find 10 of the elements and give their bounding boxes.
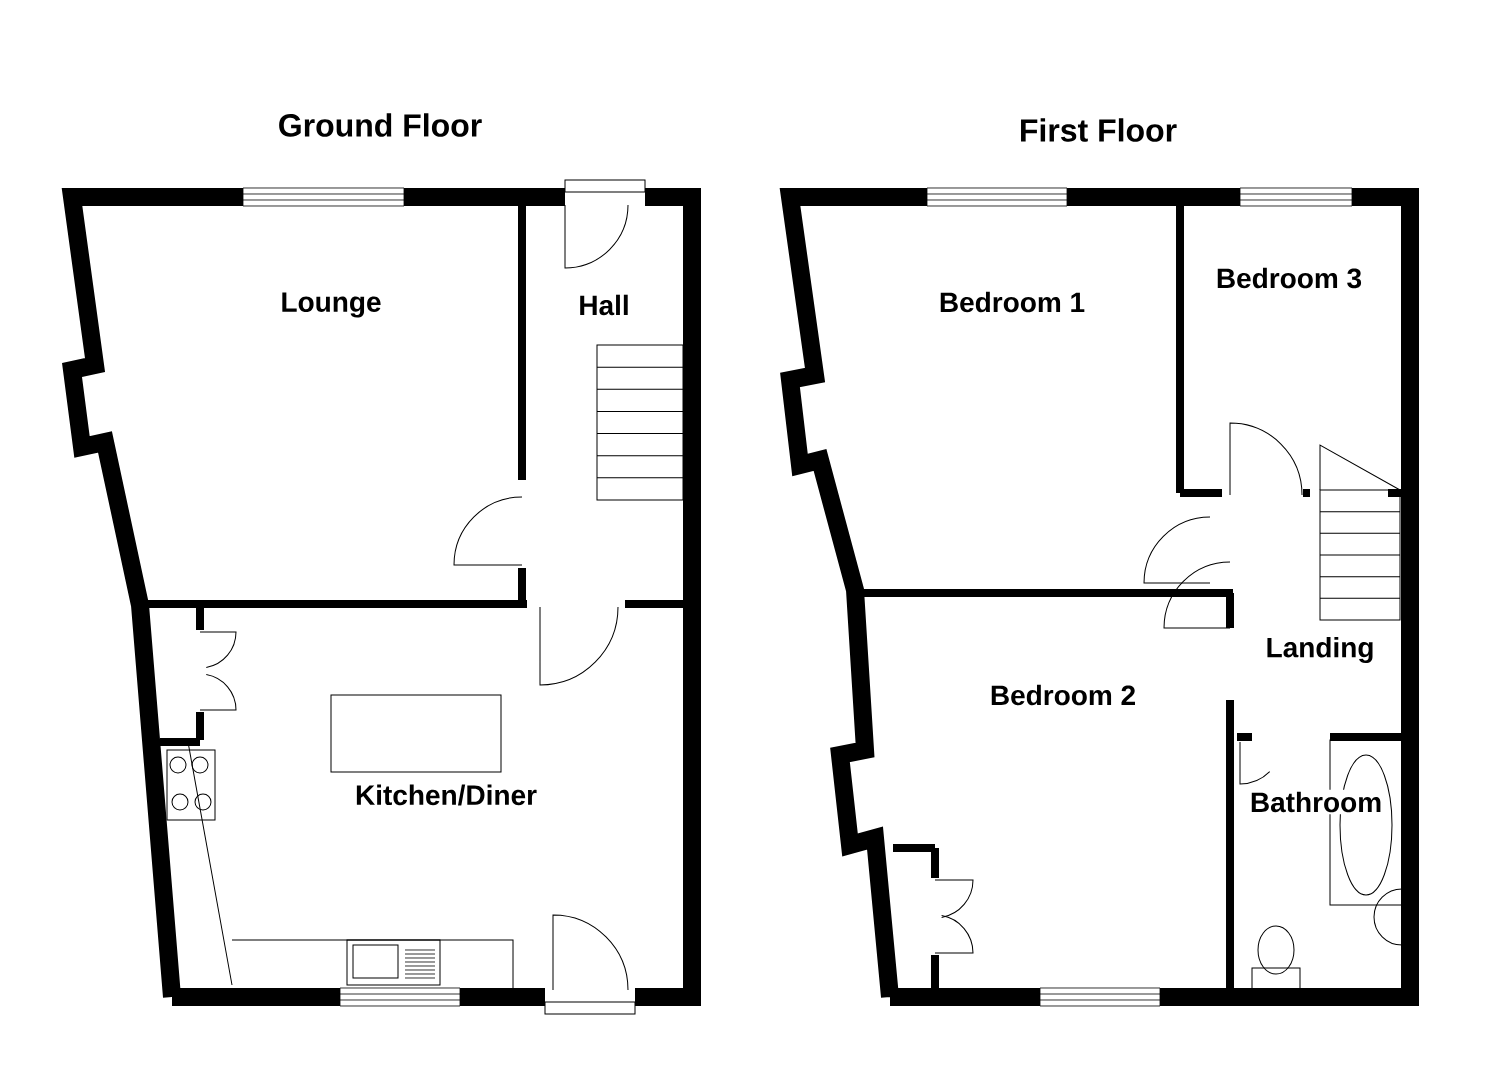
floor-heading: Ground Floor — [279, 113, 482, 137]
room-label: Bedroom 3 — [1213, 265, 1365, 291]
room-label: Bedroom 1 — [936, 289, 1088, 315]
room-label: Bathroom — [1247, 789, 1385, 815]
room-label: Landing — [1263, 634, 1377, 666]
room-label: Hall — [576, 292, 632, 318]
room-label: Bedroom 2 — [987, 682, 1139, 708]
floor-heading: First Floor — [1021, 118, 1177, 142]
room-label: Lounge — [278, 290, 384, 320]
room-label: Kitchen/Diner — [353, 782, 539, 808]
